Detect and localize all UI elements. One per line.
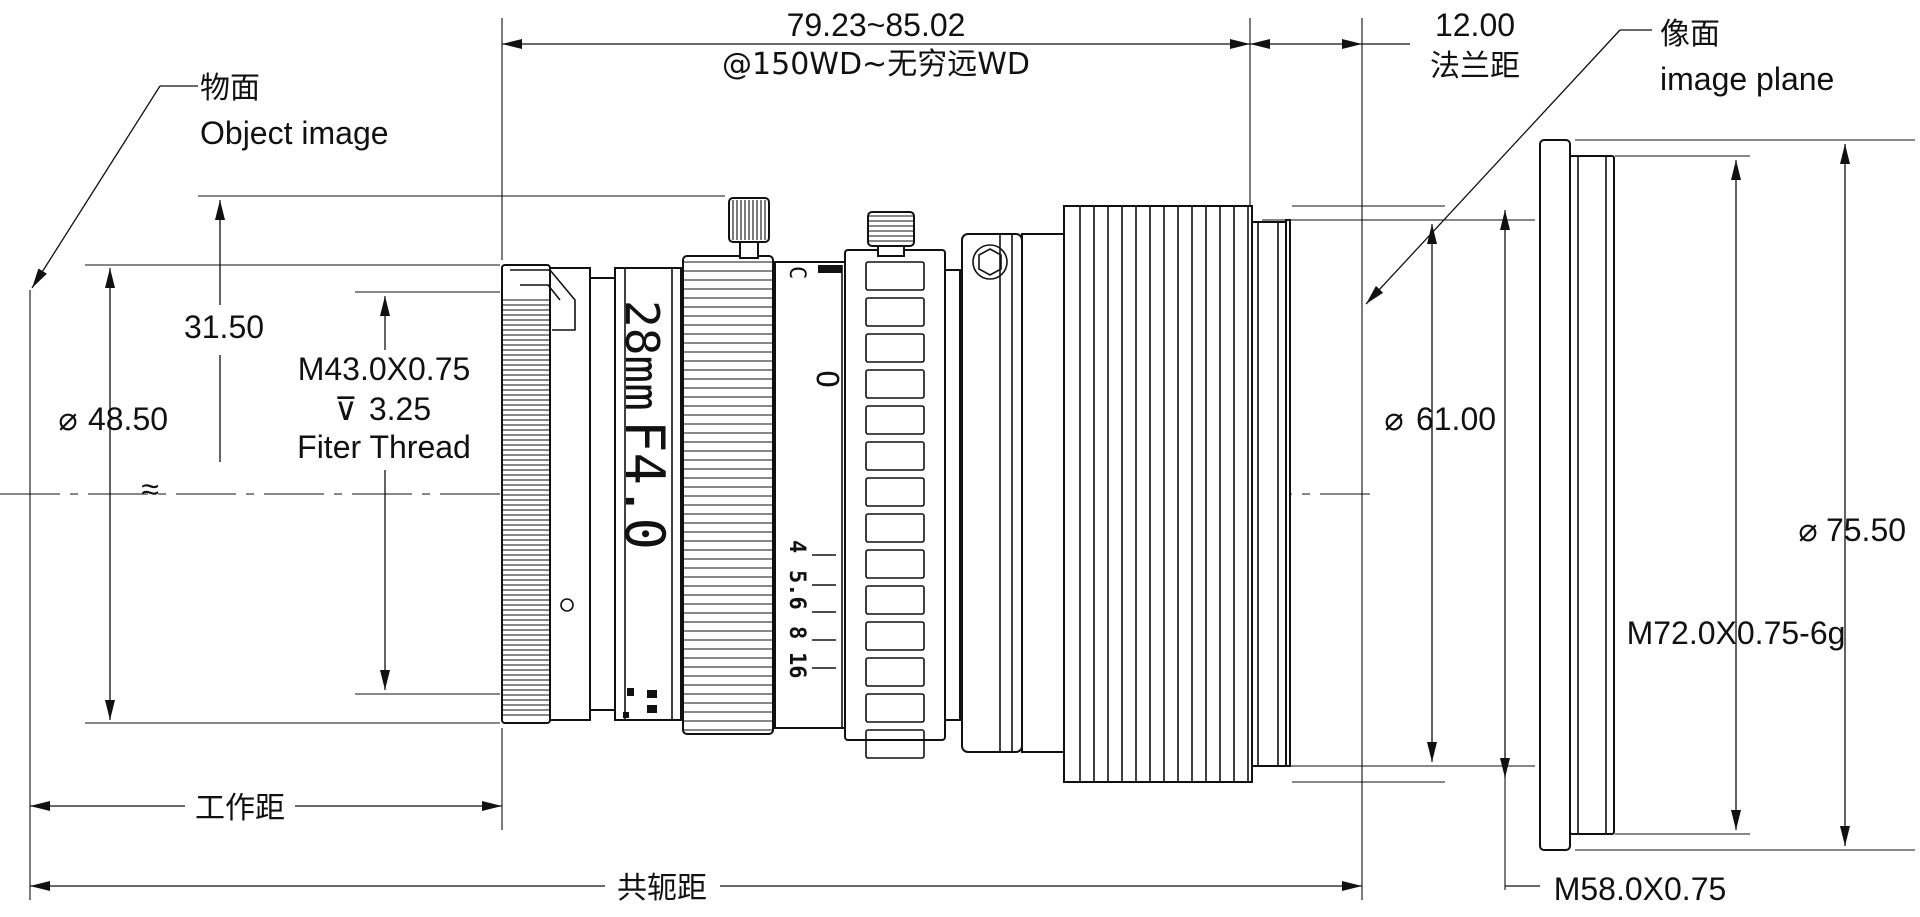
focus-ring-blocks xyxy=(865,261,925,759)
aperture-knurled-ring xyxy=(682,197,774,735)
lock-screw-knob-top xyxy=(732,200,766,240)
dia-symbol-48: ⌀ xyxy=(58,401,77,437)
scale-8: 8 xyxy=(784,626,809,639)
focus-block xyxy=(865,441,925,471)
scale-4: 4 xyxy=(784,540,809,553)
dimension-lines xyxy=(30,29,1850,891)
engraved-aperture: F4.0 xyxy=(613,420,676,550)
focus-lock-knob-top xyxy=(869,215,913,242)
object-plane-en-label: Object image xyxy=(200,115,389,151)
front-filter-ring xyxy=(501,264,591,724)
dim-31-50-label: 31.50 xyxy=(184,309,264,345)
focus-block xyxy=(865,693,925,723)
depth-symbol: ⊽ xyxy=(334,391,357,427)
dimension-labels: 79.23~85.02 @150WD~无穷远WD 12.00 法兰距 像面 im… xyxy=(58,7,1906,907)
scale-16: 16 xyxy=(784,652,809,679)
heat-sink-fins xyxy=(1063,205,1253,783)
front-knurl xyxy=(503,299,549,716)
focus-block xyxy=(865,585,925,615)
approx-symbol: ≈ xyxy=(141,471,159,507)
dia-symbol-75: ⌀ xyxy=(1798,512,1817,548)
focus-block xyxy=(865,369,925,399)
mount-flange xyxy=(1539,139,1615,851)
working-distance-label: 工作距 xyxy=(195,791,285,826)
aperture-scale-ticks xyxy=(812,554,836,669)
conjugate-distance-label: 共轭距 xyxy=(617,871,707,906)
focus-block xyxy=(865,477,925,507)
filter-thread-depth-label: 3.25 xyxy=(369,391,431,427)
total-length-label: 79.23~85.02 xyxy=(787,7,966,43)
aperture-knurl xyxy=(684,261,772,731)
focus-block xyxy=(865,621,925,651)
engraved-mark-o: O xyxy=(809,370,844,388)
focus-block xyxy=(865,657,925,687)
focus-barrel xyxy=(614,267,682,721)
screw-collar xyxy=(961,233,1065,753)
filter-thread-label: Fiter Thread xyxy=(297,429,471,465)
lens-engraving: 28mm F4.0 C O 4 5.6 8 16 xyxy=(613,266,844,679)
image-plane-cn-label: 像面 xyxy=(1660,17,1720,52)
engraved-mark-c: C xyxy=(784,266,809,279)
object-plane-cn-label: 物面 xyxy=(200,71,260,106)
extension-lines xyxy=(29,18,1915,900)
engraved-model: 28mm xyxy=(615,300,669,411)
filter-thread-size-label: M43.0X0.75 xyxy=(298,351,471,387)
flange-distance-value: 12.00 xyxy=(1435,7,1515,43)
dia-61-00-label: 61.00 xyxy=(1416,401,1496,437)
focus-ring xyxy=(844,211,946,759)
focus-block xyxy=(865,729,925,759)
focus-block xyxy=(865,513,925,543)
dia-48-50-label: 48.50 xyxy=(88,401,168,437)
scale-5-6: 5.6 xyxy=(784,570,809,610)
focus-block xyxy=(865,405,925,435)
image-plane-en-label: image plane xyxy=(1660,61,1834,97)
focus-block xyxy=(865,261,925,291)
dia-symbol-61: ⌀ xyxy=(1384,401,1403,437)
dia-75-50-label: 75.50 xyxy=(1826,512,1906,548)
focus-block xyxy=(865,297,925,327)
flange-distance-label: 法兰距 xyxy=(1430,49,1520,84)
working-range-label: @150WD~无穷远WD xyxy=(722,47,1030,82)
focus-block xyxy=(865,549,925,579)
scale-ring xyxy=(774,261,846,729)
thread-m58-label: M58.0X0.75 xyxy=(1554,871,1727,907)
focus-block xyxy=(865,333,925,363)
thread-m72-label: M72.0X0.75-6g xyxy=(1627,615,1846,651)
lens-body xyxy=(501,197,1291,783)
